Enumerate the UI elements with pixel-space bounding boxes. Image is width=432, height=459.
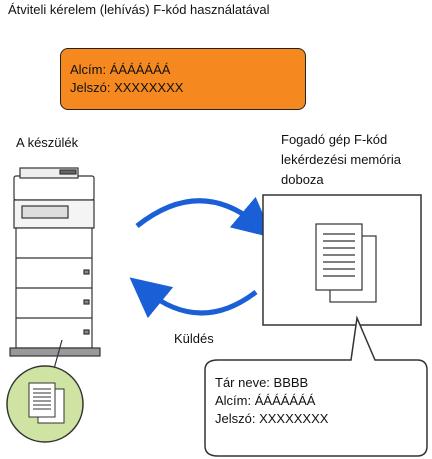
printer-icon [9,167,101,357]
callout-subaddress: Alcím: ÁÁÁÁÁÁÁ [215,393,316,408]
request-arrow [135,196,274,238]
diagram-title: Átviteli kérelem (lehívás) F-kód használ… [8,2,270,17]
receiver-document-icon [315,223,377,303]
send-arrow [129,277,258,319]
info-callout [204,315,428,457]
callout-box-name: Tár neve: BBBB [215,375,309,390]
receiver-label-line-1: Fogadó gép F-kód [281,132,388,147]
request-line-subaddress: Alcím: ÁÁÁÁÁÁÁ [70,62,171,77]
receiver-label: Fogadó gép F-kód lekérdezési memória dob… [281,130,431,190]
callout-password: Jelszó: XXXXXXXX [215,411,329,426]
document-icon [28,382,65,424]
send-label: Küldés [174,331,214,346]
device-label: A készülék [16,135,79,150]
receiver-label-line-3: doboza [281,172,324,187]
receiver-label-line-2: lekérdezési memória [281,152,401,167]
callout-text: Tár neve: BBBB Alcím: ÁÁÁÁÁÁÁ Jelszó: XX… [215,374,328,428]
receiver-memory-box [262,194,422,326]
request-line-password: Jelszó: XXXXXXXX [70,80,184,95]
request-box: Alcím: ÁÁÁÁÁÁÁ Jelszó: XXXXXXXX [60,48,306,110]
